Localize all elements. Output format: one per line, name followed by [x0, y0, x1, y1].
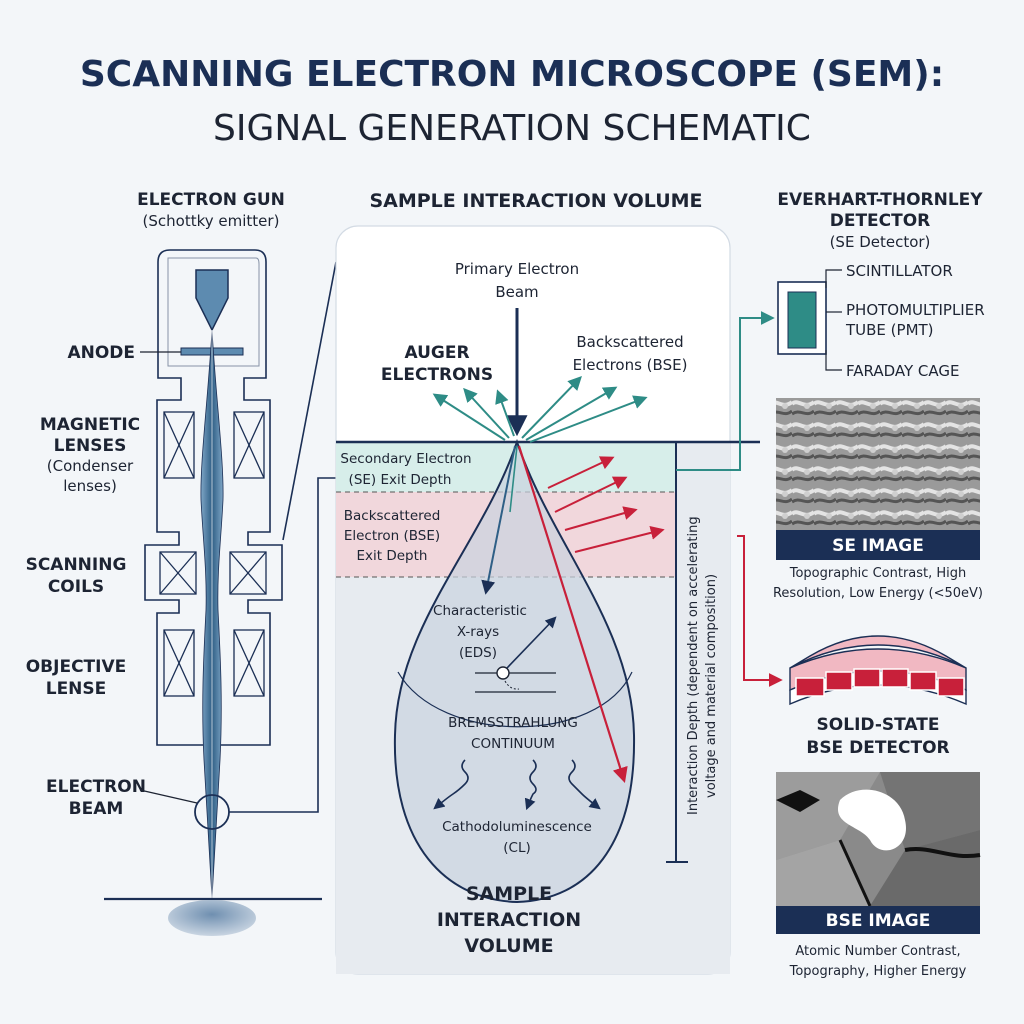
gun-label: ELECTRON GUN [137, 190, 285, 210]
deep-electron-path [517, 445, 628, 783]
bse-caption-2: Topography, Higher Energy [789, 964, 967, 979]
emitted-electron-arrows [432, 375, 648, 443]
se-caption-1: Topographic Contrast, High [789, 566, 967, 581]
footer-label-3: VOLUME [464, 935, 553, 957]
gun-sublabel: (Schottky emitter) [143, 212, 280, 230]
scanning-label-1: SCANNING [26, 555, 127, 575]
et-title-2: DETECTOR [830, 211, 931, 231]
brems-label-1: BREMSSTRAHLUNG [448, 715, 578, 731]
se-signal-connector [676, 311, 775, 471]
anode-label: ANODE [67, 343, 135, 363]
electron-column: ELECTRON GUN (Schottky emitter) ANODE MA… [26, 190, 322, 936]
magnetic-sub-2: lenses) [63, 477, 117, 495]
se-depth-label-2: (SE) Exit Depth [349, 472, 452, 488]
brems-label-2: CONTINUUM [471, 736, 555, 752]
title-line2: SIGNAL GENERATION SCHEMATIC [213, 108, 811, 149]
xray-label-2: X-rays [457, 624, 499, 640]
scintillator-label: SCINTILLATOR [846, 262, 953, 280]
objective-lens-coils [163, 629, 265, 697]
detectors-column: EVERHART-THORNLEY DETECTOR (SE Detector)… [773, 190, 985, 979]
depth-label-1: Interaction Depth (dependent on accelera… [686, 516, 701, 815]
beam-label-1: ELECTRON [46, 777, 146, 797]
bse-signal-connector [737, 535, 783, 687]
title-line1: SCANNING ELECTRON MICROSCOPE (SEM): [80, 54, 944, 95]
et-title-1: EVERHART-THORNLEY [777, 190, 983, 210]
bse-emission-arrows [547, 456, 665, 553]
bse-label-1: Backscattered [576, 333, 683, 351]
scanning-coils [159, 551, 267, 595]
bse-label-2: Electrons (BSE) [573, 356, 688, 374]
pmt-label-2: TUBE (PMT) [845, 321, 934, 339]
bse-depth-label-1: Backscattered [344, 508, 441, 524]
faraday-label: FARADAY CAGE [846, 362, 959, 380]
xray-label-3: (EDS) [459, 645, 497, 661]
zoom-lines [229, 261, 337, 813]
magnetic-label-2: LENSES [54, 436, 127, 456]
solid-state-detector-top [789, 635, 967, 669]
auger-label-2: ELECTRONS [381, 365, 493, 385]
se-image [776, 398, 980, 530]
interaction-depth-scale [666, 442, 688, 863]
depth-label-2: voltage and material composition) [704, 574, 719, 798]
beam-label-2: BEAM [69, 799, 124, 819]
sample-spot [168, 900, 256, 936]
se-caption-2: Resolution, Low Energy (<50eV) [773, 586, 983, 601]
objective-label-1: OBJECTIVE [26, 657, 127, 677]
magnetic-lens-coils [163, 411, 265, 479]
schottky-emitter [195, 269, 229, 332]
magnetic-sub-1: (Condenser [47, 457, 134, 475]
footer-label-1: SAMPLE [466, 883, 552, 905]
interaction-header: SAMPLE INTERACTION VOLUME [369, 190, 702, 212]
objective-label-2: LENSE [46, 679, 107, 699]
interaction-panel: SAMPLE INTERACTION VOLUME Primary Electr… [335, 190, 760, 975]
primary-beam-label-2: Beam [495, 283, 538, 301]
ss-label-1: SOLID-STATE [817, 715, 940, 735]
primary-beam-label-1: Primary Electron [455, 260, 579, 278]
atom-icon [496, 666, 510, 680]
se-depth-label-1: Secondary Electron [340, 451, 471, 467]
bse-depth-label-3: Exit Depth [357, 548, 428, 564]
bse-image-label: BSE IMAGE [826, 911, 931, 931]
ss-label-2: BSE DETECTOR [806, 738, 949, 758]
se-image-label: SE IMAGE [832, 536, 924, 556]
magnetic-label-1: MAGNETIC [40, 415, 140, 435]
cl-label-1: Cathodoluminescence [442, 819, 592, 835]
scanning-label-2: COILS [48, 577, 104, 597]
solid-state-segments [795, 668, 965, 697]
xray-label-1: Characteristic [433, 603, 527, 619]
cl-wavy-arrows [433, 759, 601, 811]
auger-label-1: AUGER [404, 343, 469, 363]
bse-depth-label-2: Electron (BSE) [344, 528, 440, 544]
footer-label-2: INTERACTION [437, 909, 581, 931]
pmt-label-1: PHOTOMULTIPLIER [846, 301, 985, 319]
et-subtitle: (SE Detector) [830, 233, 931, 251]
cl-label-2: (CL) [503, 840, 530, 856]
bse-caption-1: Atomic Number Contrast, [795, 944, 960, 959]
scintillator-block [787, 291, 817, 349]
bse-image [776, 772, 981, 907]
